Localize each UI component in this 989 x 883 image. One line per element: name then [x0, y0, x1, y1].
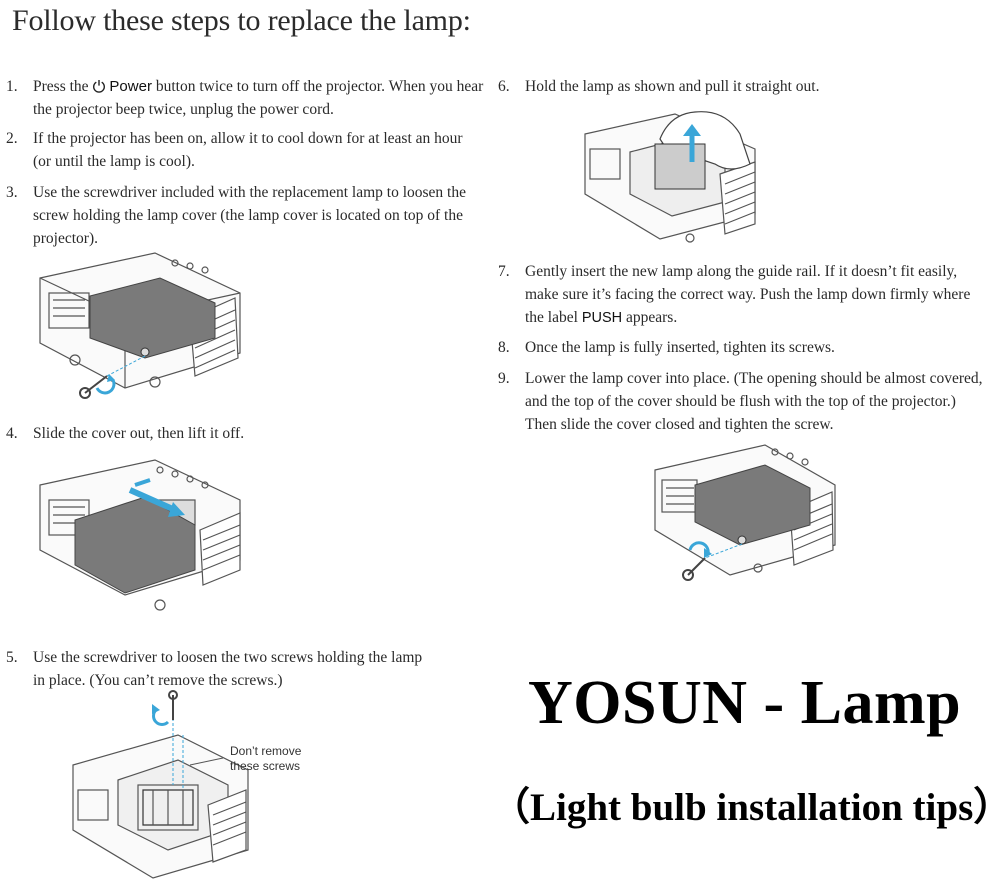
illustration-loosen-cover-screw: [39, 252, 241, 399]
step-number: 6.: [498, 78, 510, 95]
step-text: Press the Power button twice to turn off…: [33, 78, 484, 118]
step-number: 8.: [498, 339, 510, 356]
illustration-pull-lamp-out: [584, 111, 756, 243]
screw-note: Don’t remove these screws: [230, 744, 302, 773]
step-number: 1.: [6, 78, 18, 95]
illustration-loosen-lamp-screws: [72, 690, 249, 879]
power-label: Power: [109, 78, 152, 95]
step-text: Use the screwdriver to loosen the two sc…: [33, 649, 423, 689]
step-number: 9.: [498, 370, 510, 387]
step-text: Use the screwdriver included with the re…: [33, 184, 466, 247]
brand-title: YOSUN - Lamp: [528, 669, 962, 737]
step-text: If the projector has been on, allow it t…: [33, 130, 463, 170]
step-text: Hold the lamp as shown and pull it strai…: [525, 78, 820, 95]
illustration-slide-cover-out: [39, 459, 241, 611]
push-label: PUSH: [581, 310, 623, 326]
illustration-close-cover: [654, 444, 836, 581]
page-title: Follow these steps to replace the lamp:: [12, 4, 471, 37]
step-number: 2.: [6, 130, 18, 147]
step-number: 7.: [498, 263, 510, 280]
step-text: Lower the lamp cover into place. (The op…: [525, 370, 983, 433]
brand-subtitle: （Light bulb installation tips）: [491, 786, 989, 829]
step-text: Once the lamp is fully inserted, tighten…: [525, 339, 835, 356]
step-text: Slide the cover out, then lift it off.: [33, 425, 245, 442]
step-number: 5.: [6, 649, 18, 666]
power-icon: [93, 80, 106, 93]
step-number: 4.: [6, 425, 18, 442]
step-number: 3.: [6, 184, 18, 201]
step-text: Gently insert the new lamp along the gui…: [525, 263, 971, 326]
